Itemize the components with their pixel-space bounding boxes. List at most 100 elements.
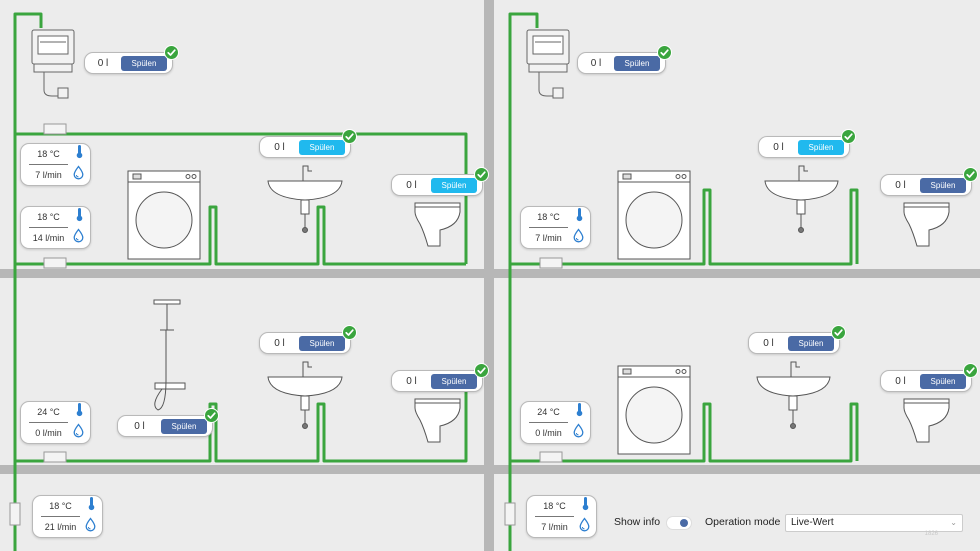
thermometer-icon: [75, 208, 84, 227]
thermometer-icon: [581, 497, 590, 516]
shower-left-floor1: [153, 299, 186, 411]
flush-button[interactable]: Spülen: [161, 418, 207, 434]
flush-volume-value: 0 l: [406, 375, 417, 387]
water-drop-icon: [73, 423, 84, 443]
flow-rate-value: 0 l/min: [535, 428, 562, 438]
toilet-left-floor2: [414, 202, 461, 247]
flow-rate-value: 7 l/min: [541, 522, 568, 532]
flush-volume-value: 0 l: [773, 141, 784, 153]
sensor-widget: 18 °C 7 l/min: [526, 495, 597, 538]
flow-rate-value: 7 l/min: [35, 170, 62, 180]
flush-volume-value: 0 l: [590, 57, 602, 69]
check-icon: [474, 167, 489, 182]
meter-fitting: [9, 502, 21, 526]
temperature-value: 24 °C: [37, 407, 60, 417]
floor-slab-upper: [0, 269, 980, 278]
flush-button[interactable]: Spülen: [299, 335, 345, 351]
pipe-riser-left: [13, 12, 43, 551]
meter-fitting: [504, 502, 516, 526]
thermometer-icon: [575, 208, 584, 227]
flush-volume-value: 0 l: [97, 57, 109, 69]
flush-button[interactable]: Spülen: [614, 55, 660, 71]
flush-widget: 0 l Spülen: [259, 325, 357, 354]
check-icon: [963, 167, 978, 182]
flush-volume-value: 0 l: [895, 375, 906, 387]
flush-widget: 0 l Spülen: [880, 167, 978, 196]
divider: [529, 227, 568, 228]
flush-button[interactable]: Spülen: [920, 373, 966, 389]
divider: [535, 516, 574, 517]
temperature-value: 18 °C: [37, 212, 60, 222]
flow-rate-value: 7 l/min: [535, 233, 562, 243]
check-icon: [841, 129, 856, 144]
flush-volume-value: 0 l: [895, 179, 906, 191]
flush-button[interactable]: Spülen: [920, 177, 966, 193]
sink-left-floor2: [267, 165, 343, 233]
thermometer-icon: [87, 497, 96, 516]
flush-widget: 0 l Spülen: [391, 363, 489, 392]
check-icon: [657, 45, 672, 60]
operation-mode-value: Live-Wert: [791, 517, 834, 528]
flush-button[interactable]: Spülen: [798, 139, 844, 155]
flush-widget: 0 l Spülen: [748, 325, 846, 354]
meter-fitting: [539, 451, 563, 463]
temperature-value: 18 °C: [537, 212, 560, 222]
operation-mode-select[interactable]: Live-Wert ⌄: [785, 514, 963, 532]
temperature-value: 18 °C: [37, 149, 60, 159]
check-icon: [164, 45, 179, 60]
sensor-widget: 24 °C 0 l/min: [20, 401, 91, 444]
water-drop-icon: [573, 228, 584, 248]
flush-widget: 0 l Spülen: [880, 363, 978, 392]
flush-button[interactable]: Spülen: [431, 177, 477, 193]
flush-volume-value: 0 l: [274, 141, 285, 153]
sensor-widget: 24 °C 0 l/min: [520, 401, 591, 444]
toggle-knob: [680, 519, 688, 527]
flush-button[interactable]: Spülen: [121, 55, 167, 71]
thermometer-icon: [75, 145, 84, 164]
flush-widget: 0 l Spülen: [84, 45, 179, 74]
divider: [29, 227, 68, 228]
show-info-label: Show info: [614, 516, 661, 528]
flush-button[interactable]: Spülen: [788, 335, 834, 351]
check-icon: [204, 408, 219, 423]
flow-rate-value: 0 l/min: [35, 428, 62, 438]
watermark: 1826: [924, 531, 938, 537]
water-drop-icon: [85, 517, 96, 537]
water-drop-icon: [579, 517, 590, 537]
operation-mode-label: Operation mode: [705, 516, 781, 528]
meter-fitting: [43, 123, 67, 135]
washing-machine-right-floor1: [617, 365, 691, 455]
chevron-down-icon: ⌄: [950, 518, 957, 527]
water-drop-icon: [573, 423, 584, 443]
boiler-left: [31, 29, 75, 99]
check-icon: [831, 325, 846, 340]
washing-machine-right: [617, 170, 691, 260]
divider: [529, 422, 568, 423]
meter-fitting: [539, 257, 563, 269]
pipe-floor2-return-left: [15, 205, 466, 266]
pipes-right: [508, 12, 859, 551]
flush-volume-value: 0 l: [763, 337, 774, 349]
meter-fitting: [43, 257, 67, 269]
sink-right-floor1: [756, 361, 831, 429]
check-icon: [342, 129, 357, 144]
toilet-left-floor1: [414, 398, 461, 443]
washing-machine-left: [127, 170, 201, 260]
boiler-right: [526, 29, 570, 99]
flush-button[interactable]: Spülen: [299, 139, 345, 155]
flow-rate-value: 21 l/min: [44, 522, 77, 532]
floor-slab-lower: [0, 465, 980, 474]
temperature-value: 18 °C: [543, 501, 566, 511]
flush-button[interactable]: Spülen: [431, 373, 477, 389]
temperature-value: 24 °C: [537, 407, 560, 417]
pipe-floor2-right: [510, 188, 859, 266]
show-info-toggle[interactable]: [666, 516, 692, 530]
divider: [29, 422, 68, 423]
flush-volume-value: 0 l: [274, 337, 285, 349]
thermometer-icon: [575, 403, 584, 422]
